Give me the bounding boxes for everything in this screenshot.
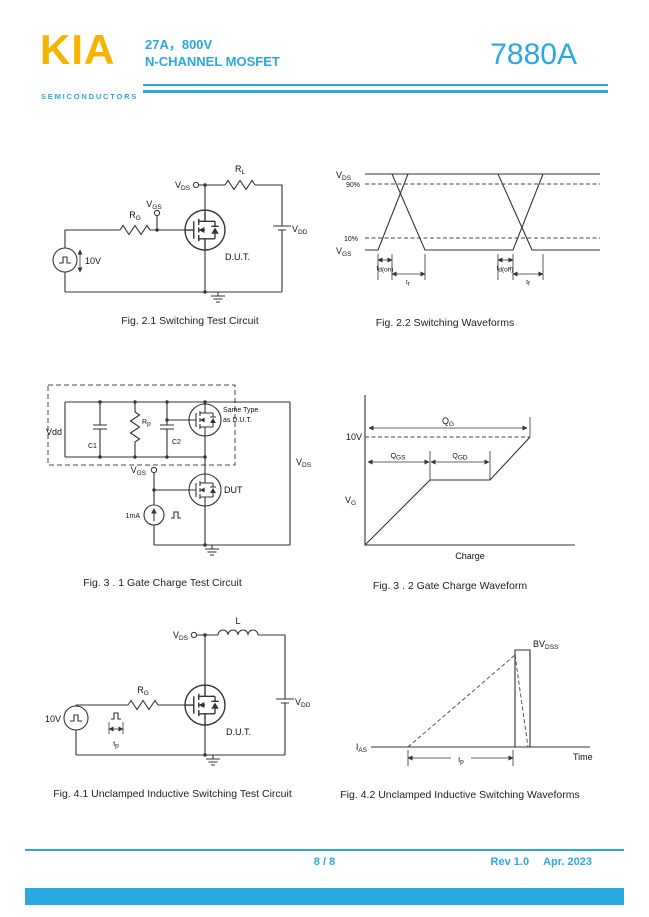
- fig-3-1-gate-charge-test-circuit: Vdd C1 Rp C2 Same Type as D.U.T. VDS VGS…: [46, 384, 312, 556]
- rg-label: RG: [129, 210, 141, 222]
- vgs-label: VGS: [336, 246, 352, 258]
- vgs-label: VGS: [146, 199, 162, 211]
- vds-label: VDS: [173, 630, 189, 642]
- qg-label: QG: [442, 416, 454, 428]
- charge-axis-label: Charge: [455, 551, 485, 561]
- footer-rule: [25, 849, 624, 851]
- part-number: 7880A: [490, 38, 577, 71]
- revision-date: Apr. 2023: [543, 856, 592, 868]
- dut-label: D.U.T.: [225, 252, 250, 262]
- fig-4-1-uis-test-circuit: VDS L VDD RG 10V tp D.U.T.: [45, 616, 311, 766]
- vgs-label: VGS: [131, 465, 147, 477]
- bvdss-label: BVDSS: [533, 639, 559, 651]
- fig-4-2-caption: Fig. 4.2 Unclamped Inductive Switching W…: [340, 789, 580, 801]
- tr-label: tr: [406, 279, 411, 288]
- product-rating: 27A，800V: [145, 37, 213, 52]
- product-description: 27A，800V N-CHANNEL MOSFET: [145, 36, 280, 70]
- qgd-label: QGD: [452, 453, 468, 462]
- vg-axis-label: VG: [345, 495, 356, 507]
- dut-label: D.U.T.: [226, 727, 251, 737]
- figures-canvas: VDS RL VDD RG VGS 10V D.U.T. VDS 90% 10%…: [45, 164, 600, 766]
- header-rule-top: [143, 84, 608, 86]
- same-type-label-line1: Same Type: [223, 407, 258, 414]
- vdd-label: Vdd: [46, 427, 62, 437]
- pulse-amplitude-label: 10V: [85, 256, 101, 266]
- tp-label: tp: [113, 741, 119, 750]
- revision-label: Rev 1.0: [490, 856, 530, 868]
- fig-3-2-gate-charge-waveform: QG 10V QGS QGD VG Charge: [345, 395, 575, 561]
- header-rule-bottom: [143, 90, 608, 93]
- dut-label: DUT: [224, 485, 243, 495]
- vdd-label: VDD: [295, 697, 311, 709]
- rl-label: RL: [235, 164, 246, 176]
- vds-label: VDS: [175, 180, 191, 192]
- ias-label: IAS: [356, 742, 368, 754]
- c2-label: C2: [172, 439, 181, 446]
- ten-volt-label: 10V: [346, 432, 362, 442]
- tf-label: tf: [526, 279, 530, 288]
- footer-bar: [25, 888, 624, 905]
- ground-symbol: [205, 754, 221, 766]
- fig-2-2-caption: Fig. 2.2 Switching Waveforms: [375, 317, 515, 329]
- time-axis-label: Time: [573, 752, 593, 762]
- c1-label: C1: [88, 443, 97, 450]
- vds-label: VDS: [336, 170, 352, 182]
- fig-4-1-caption: Fig. 4.1 Unclamped Inductive Switching T…: [53, 788, 292, 800]
- rg-label: RG: [137, 685, 149, 697]
- pulse-amplitude-label: 10V: [45, 714, 61, 724]
- page-number: 8 / 8: [313, 856, 336, 868]
- brand-tagline: SEMICONDUCTORS: [41, 92, 139, 101]
- vds-label: VDS: [296, 457, 312, 469]
- rp-label: Rp: [142, 419, 151, 428]
- qgs-label: QGS: [391, 453, 407, 462]
- fig-4-2-uis-waveforms: IAS BVDSS Time tp: [356, 639, 593, 766]
- product-type: N-CHANNEL MOSFET: [145, 54, 280, 69]
- brand-logo: KIA: [40, 26, 116, 73]
- fig-2-1-switching-test-circuit: VDS RL VDD RG VGS 10V D.U.T.: [52, 164, 308, 303]
- ground-symbol: [210, 291, 226, 303]
- td-on-label: td(on): [377, 265, 394, 274]
- ninety-percent-label: 90%: [346, 182, 360, 189]
- fig-2-1-caption: Fig. 2.1 Switching Test Circuit: [121, 315, 259, 327]
- fig-3-1-caption: Fig. 3 . 1 Gate Charge Test Circuit: [83, 577, 242, 589]
- tp-label: tp: [458, 757, 464, 766]
- same-type-label-line2: as D.U.T.: [223, 417, 252, 424]
- td-off-label: td(off): [497, 265, 514, 274]
- ten-percent-label: 10%: [344, 236, 358, 243]
- inductor-label: L: [235, 616, 240, 626]
- ground-symbol: [204, 544, 220, 556]
- fig-2-2-switching-waveforms: VDS 90% 10% VGS td(on) tr td(off) tf: [336, 170, 600, 288]
- revision-info: Rev 1.0 Apr. 2023: [491, 856, 592, 868]
- fig-3-2-caption: Fig. 3 . 2 Gate Charge Waveform: [372, 580, 528, 592]
- vdd-label: VDD: [292, 224, 308, 236]
- current-source-label: 1mA: [126, 513, 141, 520]
